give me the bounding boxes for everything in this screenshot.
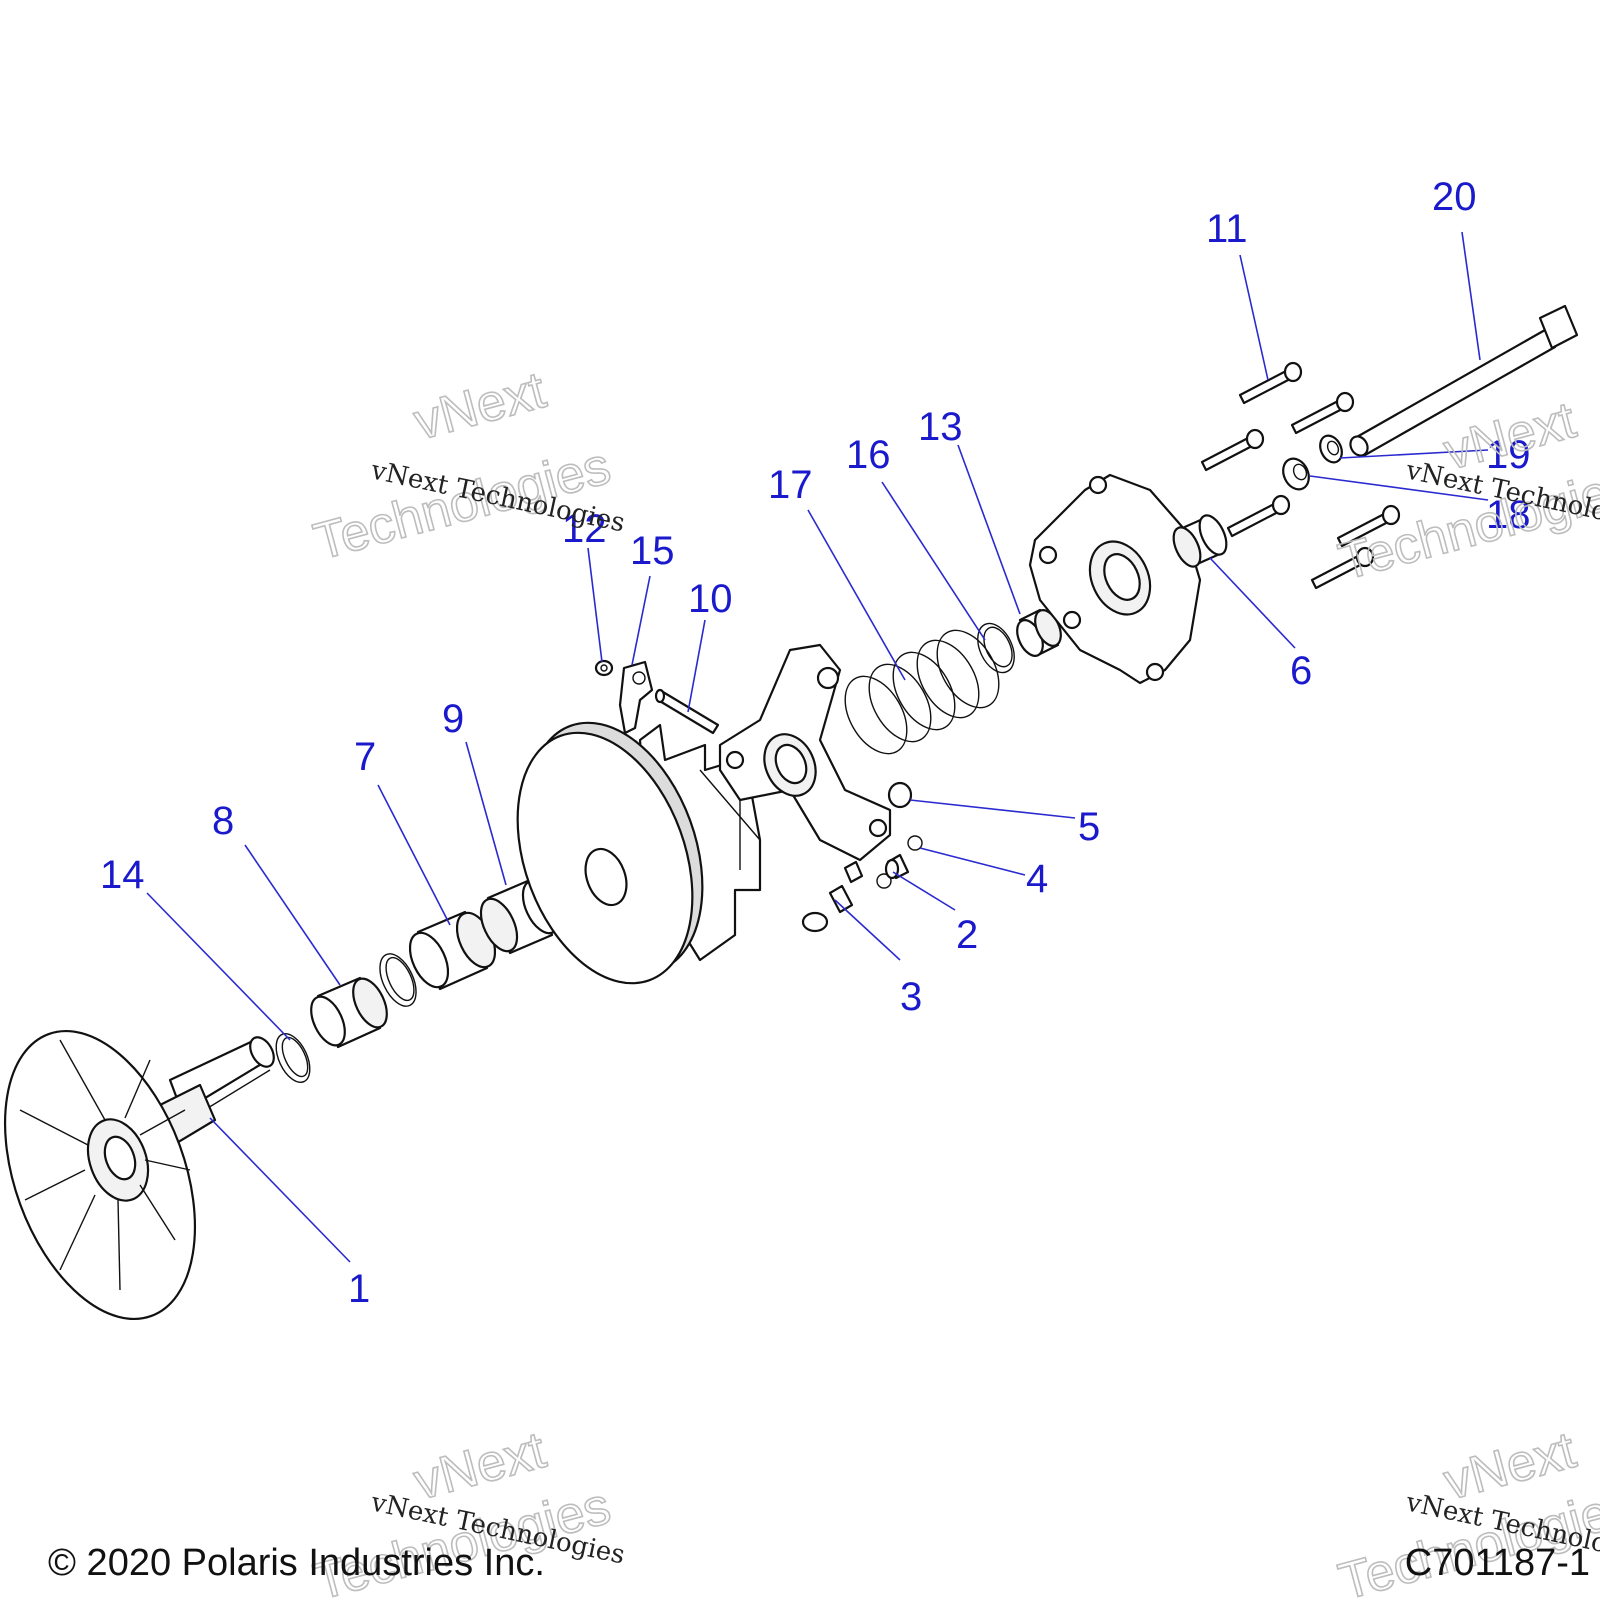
callout-6: 6 [1290,649,1312,693]
part-11-bolts [1200,361,1401,590]
leader-5 [909,799,1076,819]
leader-4 [919,847,1026,876]
callout-9: 9 [442,697,464,741]
part-18-spacer [1282,457,1310,491]
part-10-pin [654,688,720,735]
callout-16: 16 [846,433,891,477]
part-bushing-small [843,860,864,884]
leader-6 [1209,557,1296,649]
leader-7 [377,784,451,926]
leader-lines [146,231,1489,1263]
leader-13 [957,444,1021,615]
leader-8 [244,844,341,986]
part-cover [1028,473,1202,685]
part-19-washer [1319,434,1343,464]
callout-11: 11 [1206,207,1248,251]
callout-18: 18 [1486,493,1531,537]
callout-3: 3 [900,975,922,1019]
part-15-shift-weight [618,660,654,735]
part-20-bolt [1349,304,1579,457]
callout-20: 20 [1432,175,1477,219]
copyright-notice: © 2020 Polaris Industries Inc. [48,1542,545,1584]
part-movable-sheave [516,721,762,985]
leader-2 [892,871,956,911]
callout-14: 14 [100,853,145,897]
drawing-code: C701187-1 [1405,1542,1590,1584]
watermark-word1: vNext [408,361,552,452]
callout-7: 7 [354,735,376,779]
part-14-snap-ring [275,1033,311,1083]
callout-13: 13 [918,405,963,449]
callout-12: 12 [562,507,607,551]
leader-9 [465,741,507,886]
leader-3 [834,899,901,961]
leader-10 [687,619,706,713]
watermark-top-right: vNext Technologies vNext Technologies [1332,390,1600,592]
leader-15 [631,575,651,666]
part-17-spring [844,629,1000,755]
callout-15: 15 [630,529,675,573]
leader-14 [146,892,291,1041]
leader-20 [1461,231,1481,361]
leader-17 [807,509,906,681]
part-8-bushing [310,976,388,1049]
part-5-roller [887,781,913,809]
part-3-pin [801,884,854,933]
part-12-nut [594,659,614,677]
callout-17: 17 [768,463,813,507]
callout-5: 5 [1078,805,1100,849]
leader-16 [881,481,986,641]
callout-2: 2 [956,913,978,957]
leader-1 [209,1117,351,1263]
leader-12 [587,547,603,663]
leader-11 [1239,254,1269,381]
part-1-fixed-sheave-fan [3,1029,275,1321]
part-4-washer [876,835,923,889]
callout-1: 1 [348,1267,370,1311]
part-retaining-ring [379,953,417,1007]
part-spider [718,643,892,862]
leader-19 [1339,449,1489,459]
callout-10: 10 [688,577,733,621]
part-16-washer [977,622,1015,674]
callout-4: 4 [1026,857,1048,901]
part-6-bushing [1172,514,1228,568]
callout-labels: 1 2 3 4 5 6 7 8 9 10 11 12 13 14 15 16 1… [100,175,1531,1311]
callout-8: 8 [212,799,234,843]
callout-19: 19 [1486,433,1531,477]
leader-18 [1309,475,1489,501]
